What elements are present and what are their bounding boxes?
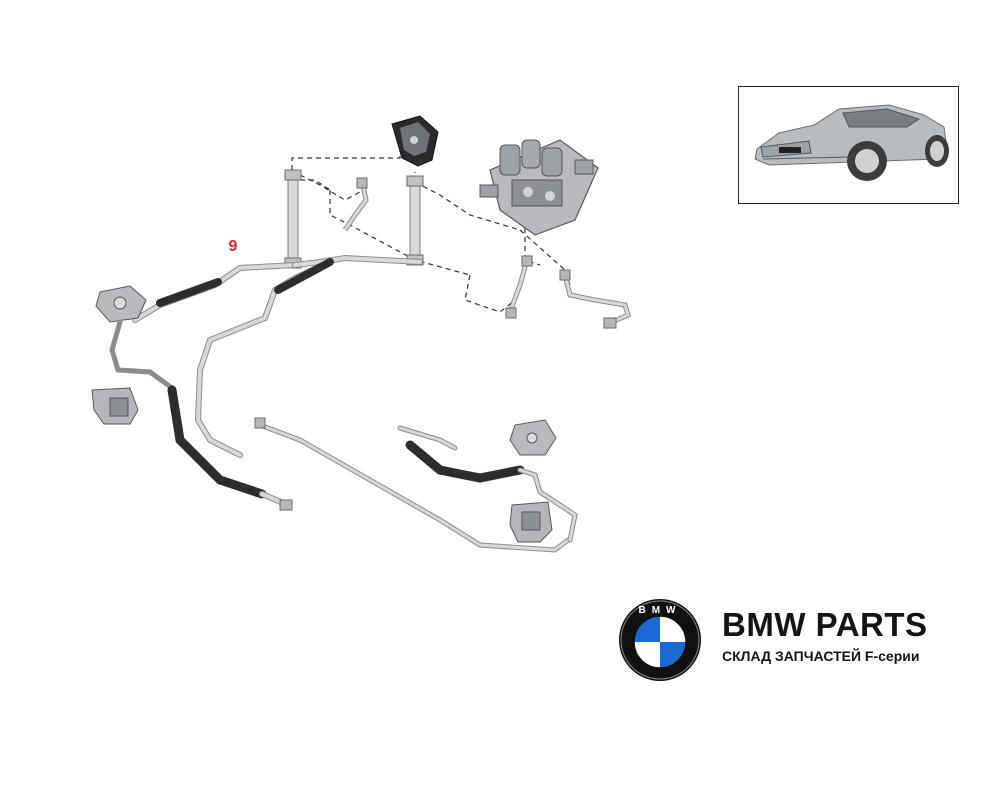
rear-hose	[397, 425, 578, 543]
valve-pipes	[505, 255, 632, 329]
brand-title: BMW PARTS	[722, 606, 928, 643]
front-right-line	[194, 258, 334, 458]
mounting-bracket	[391, 115, 439, 167]
brake-caliper-rear-upper	[509, 419, 557, 456]
callout-9: 9	[228, 238, 238, 255]
brake-caliper-rear-lower	[509, 501, 553, 543]
brake-caliper-front-left-lower	[91, 387, 139, 425]
brand-subtitle: СКЛАД ЗАПЧАСТЕЙ F-серии	[722, 648, 920, 664]
valve-block	[479, 139, 599, 236]
brake-caliper-front-left-upper	[95, 285, 147, 323]
car-silhouette-icon	[754, 104, 949, 181]
logo-letters: BMW	[639, 605, 682, 616]
connector-rod-right	[406, 175, 424, 266]
rear-pipe	[254, 417, 571, 553]
vehicle-thumbnail	[738, 86, 959, 204]
bmw-logo-icon: BMW	[619, 599, 701, 681]
connector-rod-left	[284, 169, 302, 269]
front-left-hose	[109, 319, 293, 511]
brand-block: BMW BMW PARTS СКЛАД ЗАПЧАСТЕЙ F-серии	[618, 596, 988, 692]
short-pipe-top	[342, 177, 369, 232]
